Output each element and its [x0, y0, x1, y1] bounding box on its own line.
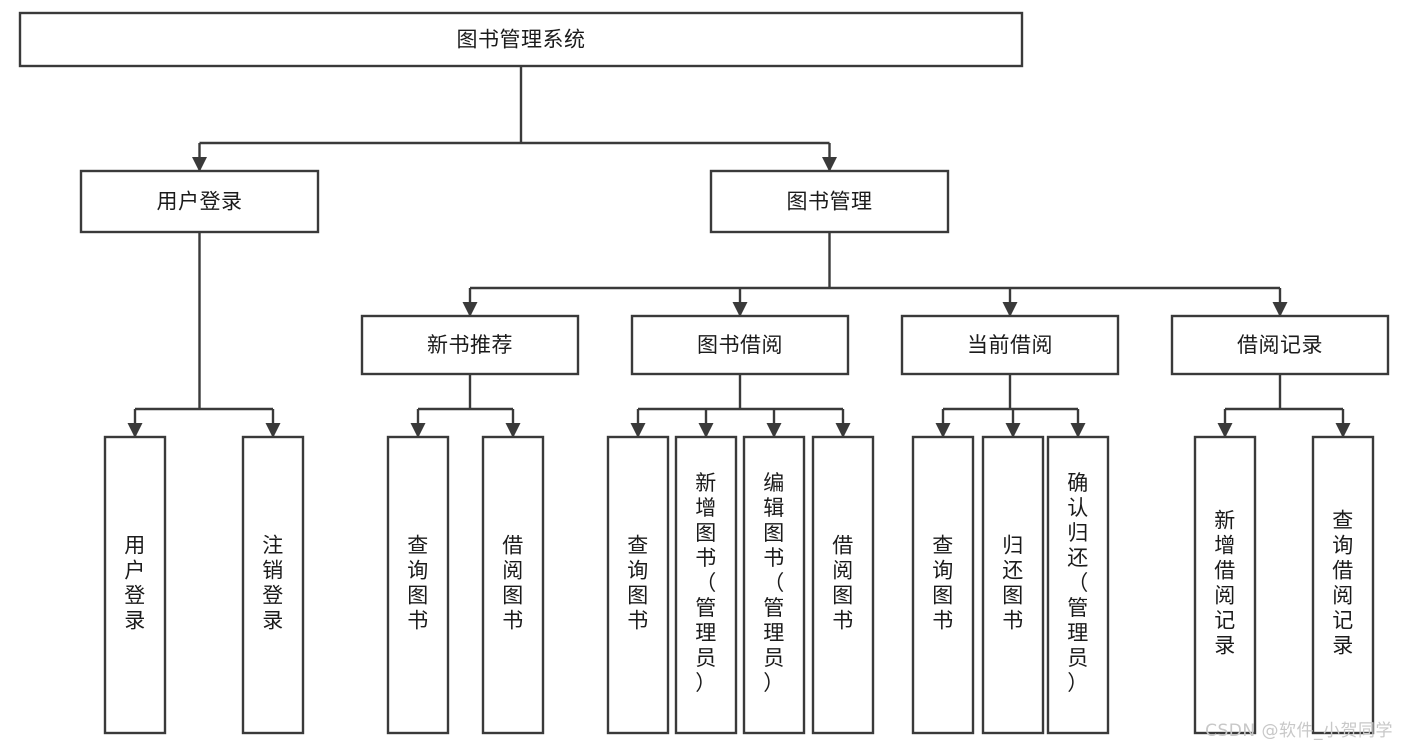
node-leaf-add-borrow-record-box [1193, 435, 1257, 735]
node-leaf-user-login-box [103, 435, 167, 735]
node-leaf-user-login-label: 用户登录 [124, 534, 146, 633]
arrow-head-icon [1070, 423, 1086, 438]
connector-records-to-leaves [1217, 374, 1351, 438]
node-leaf-confirm-return-admin-label: 确认归还（管理员） [1067, 471, 1089, 695]
arrow-head-icon [835, 423, 851, 438]
node-leaf-borrow-book-new[interactable]: 借阅图书 [481, 435, 545, 735]
node-leaf-query-book-box [606, 435, 670, 735]
node-leaf-borrow-book-box [811, 435, 875, 735]
node-leaf-query-book-current-box [911, 435, 975, 735]
node-borrow-records-label: 借阅记录 [1237, 333, 1323, 357]
node-root-box [18, 11, 1024, 68]
arrow-head-icon [766, 423, 782, 438]
arrow-head-icon [192, 157, 207, 172]
node-leaf-add-book-admin[interactable]: 新增图书（管理员） [674, 435, 738, 735]
arrow-head-icon [630, 423, 646, 438]
node-book-management-box [709, 169, 950, 234]
node-book-borrow-box [630, 314, 850, 376]
arrow-head-icon [1005, 423, 1021, 438]
node-borrow-records[interactable]: 借阅记录 [1170, 314, 1390, 376]
node-book-management[interactable]: 图书管理 [709, 169, 950, 234]
connector-currentborrow-to-leaves [935, 374, 1086, 438]
node-leaf-return-book-box [981, 435, 1045, 735]
arrow-head-icon [505, 423, 521, 438]
node-new-book-recommend-label: 新书推荐 [427, 333, 513, 357]
node-leaf-borrow-book-label: 借阅图书 [832, 534, 854, 633]
arrow-head-icon [1272, 302, 1288, 317]
node-leaf-confirm-return-admin[interactable]: 确认归还（管理员） [1046, 435, 1110, 735]
arrow-head-icon [935, 423, 951, 438]
connector-bookborrow-to-leaves [630, 374, 851, 438]
node-leaf-user-logout-label: 注销登录 [262, 534, 284, 633]
node-leaf-borrow-book-new-box [481, 435, 545, 735]
node-leaf-user-logout-box [241, 435, 305, 735]
connector-userlogin-to-leaves [127, 232, 281, 438]
arrow-head-icon [1335, 423, 1351, 438]
node-book-borrow[interactable]: 图书借阅 [630, 314, 850, 376]
node-new-book-recommend[interactable]: 新书推荐 [360, 314, 580, 376]
node-leaf-add-book-admin-label: 新增图书（管理员） [695, 471, 717, 695]
node-leaf-borrow-book[interactable]: 借阅图书 [811, 435, 875, 735]
node-root[interactable]: 图书管理系统 [18, 11, 1024, 68]
arrow-head-icon [127, 423, 143, 438]
node-book-borrow-label: 图书借阅 [697, 333, 783, 357]
arrow-head-icon [410, 423, 426, 438]
arrow-head-icon [1002, 302, 1018, 317]
arrow-head-icon [698, 423, 714, 438]
watermark-label: CSDN @软件_小贺同学 [1205, 721, 1393, 741]
node-user-login[interactable]: 用户登录 [79, 169, 320, 234]
node-leaf-add-borrow-record-label: 新增借阅记录 [1214, 509, 1236, 658]
node-leaf-query-book-label: 查询图书 [627, 534, 649, 633]
node-user-login-label: 用户登录 [157, 190, 243, 214]
connector-root-to-level2 [192, 66, 837, 172]
node-current-borrow-label: 当前借阅 [967, 333, 1053, 357]
node-leaf-query-book[interactable]: 查询图书 [606, 435, 670, 735]
node-leaf-borrow-book-new-label: 借阅图书 [502, 534, 524, 633]
node-leaf-user-login[interactable]: 用户登录 [103, 435, 167, 735]
node-user-login-box [79, 169, 320, 234]
node-leaf-edit-book-admin-label: 编辑图书（管理员） [763, 471, 785, 695]
node-current-borrow-box [900, 314, 1120, 376]
node-borrow-records-box [1170, 314, 1390, 376]
node-leaf-confirm-return-admin-box [1046, 435, 1110, 735]
node-layer: 图书管理系统用户登录图书管理新书推荐图书借阅当前借阅借阅记录用户登录注销登录查询… [18, 11, 1390, 735]
arrow-head-icon [732, 302, 748, 317]
node-leaf-query-book-new-label: 查询图书 [407, 534, 429, 633]
node-book-management-label: 图书管理 [787, 190, 873, 214]
node-leaf-query-borrow-record-label: 查询借阅记录 [1332, 509, 1354, 658]
node-leaf-add-borrow-record[interactable]: 新增借阅记录 [1193, 435, 1257, 735]
node-leaf-add-book-admin-box [674, 435, 738, 735]
node-new-book-recommend-box [360, 314, 580, 376]
node-leaf-return-book-label: 归还图书 [1002, 534, 1024, 633]
arrow-head-icon [822, 157, 837, 172]
node-leaf-return-book[interactable]: 归还图书 [981, 435, 1045, 735]
node-leaf-query-book-new-box [386, 435, 450, 735]
arrow-head-icon [265, 423, 281, 438]
node-leaf-user-logout[interactable]: 注销登录 [241, 435, 305, 735]
node-leaf-query-book-current[interactable]: 查询图书 [911, 435, 975, 735]
connector-layer [127, 66, 1351, 438]
arrow-head-icon [462, 302, 478, 317]
node-root-label: 图书管理系统 [457, 28, 586, 52]
connector-bookmgmt-to-level3 [462, 232, 1288, 317]
node-leaf-query-book-current-label: 查询图书 [932, 534, 954, 633]
node-leaf-query-borrow-record-box [1311, 435, 1375, 735]
node-leaf-query-borrow-record[interactable]: 查询借阅记录 [1311, 435, 1375, 735]
node-leaf-edit-book-admin-box [742, 435, 806, 735]
node-current-borrow[interactable]: 当前借阅 [900, 314, 1120, 376]
node-leaf-edit-book-admin[interactable]: 编辑图书（管理员） [742, 435, 806, 735]
connector-newbook-to-leaves [410, 374, 521, 438]
arrow-head-icon [1217, 423, 1233, 438]
node-leaf-query-book-new[interactable]: 查询图书 [386, 435, 450, 735]
